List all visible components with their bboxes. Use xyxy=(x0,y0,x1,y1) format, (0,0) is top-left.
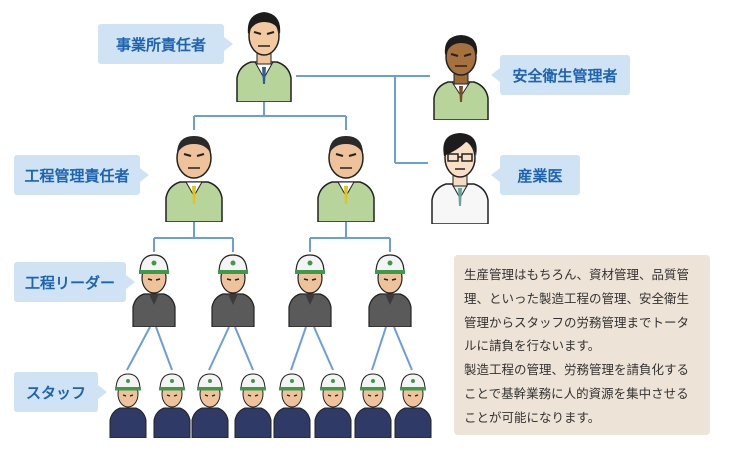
process-leader-figure-1 xyxy=(132,254,176,327)
label-staff: スタッフ xyxy=(14,372,107,412)
label-executive: 事業所責任者 xyxy=(98,24,233,64)
staff-figure-5 xyxy=(273,373,311,438)
label-doctor-text: 産業医 xyxy=(517,166,563,185)
executive-figure xyxy=(236,12,292,102)
description-paragraph-1: 生産管理はもちろん、資材管理、品質管理、といった製造工程の管理、安全衛生管理から… xyxy=(464,267,690,354)
process-leader-figure-4 xyxy=(368,254,412,327)
description-box: 生産管理はもちろん、資材管理、品質管理、といった製造工程の管理、安全衛生管理から… xyxy=(454,255,710,435)
process-leader-figure-2 xyxy=(211,254,255,327)
label-process-manager-text: 工程管理責任者 xyxy=(24,166,130,185)
label-executive-text: 事業所責任者 xyxy=(115,35,206,54)
label-process-leader-text: 工程リーダー xyxy=(24,273,115,292)
doctor-figure xyxy=(431,133,489,224)
label-staff-text: スタッフ xyxy=(25,383,86,402)
process-manager-figure-left xyxy=(165,136,223,222)
label-process-leader: 工程リーダー xyxy=(14,262,135,302)
staff-figure-2 xyxy=(153,373,191,438)
staff-figure-4 xyxy=(234,373,272,438)
label-process-manager: 工程管理責任者 xyxy=(14,155,149,195)
staff-figure-8 xyxy=(394,373,432,438)
staff-figure-3 xyxy=(191,373,229,438)
label-safety-manager-text: 安全衛生管理者 xyxy=(512,66,618,85)
label-doctor: 産業医 xyxy=(491,155,580,195)
label-safety-manager: 安全衛生管理者 xyxy=(491,55,630,95)
staff-figure-7 xyxy=(354,373,392,438)
safety-manager-figure xyxy=(433,35,489,120)
process-manager-figure-right xyxy=(317,136,375,222)
staff-figure-1 xyxy=(109,373,147,438)
process-leader-figure-3 xyxy=(288,254,332,327)
description-paragraph-2: 製造工程の管理、労務管理を請負化することで基幹業務に人的資源を集中させることが可… xyxy=(464,362,690,425)
staff-figure-6 xyxy=(314,373,352,438)
